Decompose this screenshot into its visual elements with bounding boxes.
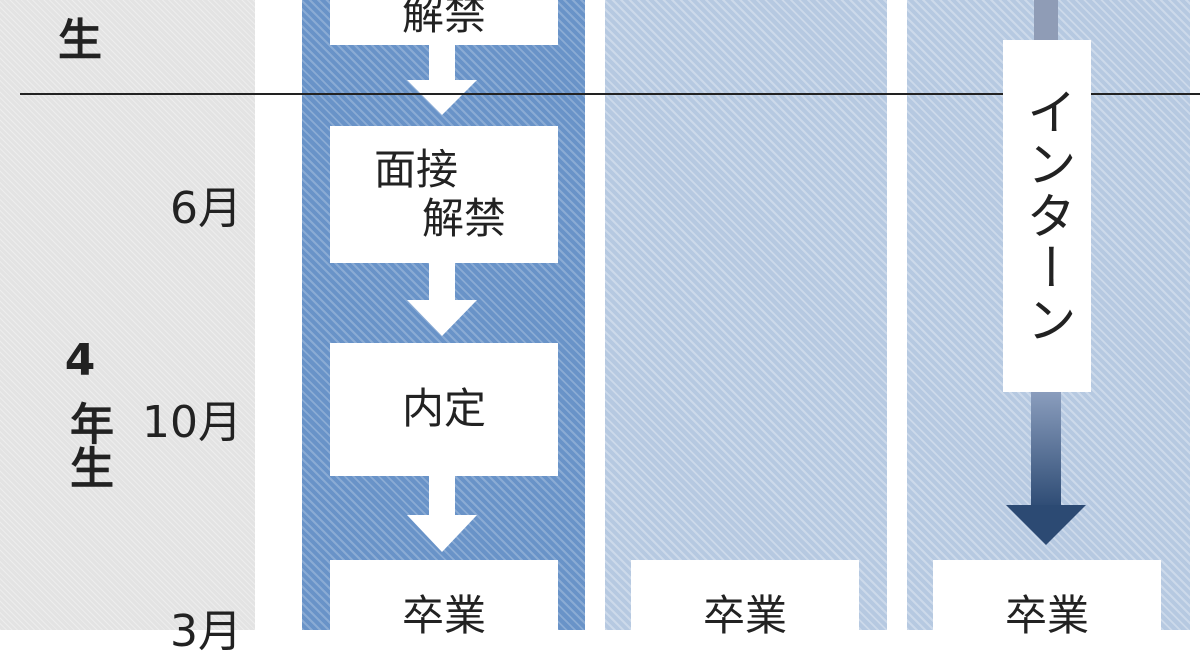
arrow-down-icon (407, 45, 477, 115)
interview-label-line1: 面接 (374, 145, 459, 195)
schedule-column-b (605, 0, 887, 630)
offer-box: 内定 (330, 343, 558, 476)
interview-ban-lift-box: 面接 解禁 (330, 126, 558, 263)
fourth-year-number: 4 (64, 335, 96, 386)
year-divider (20, 93, 1200, 95)
fourth-year-label: 年生 (62, 401, 113, 489)
graduation-box-a: 卒業 (330, 560, 558, 640)
month-label-3: 3月 (170, 606, 242, 657)
graduation-label-b: 卒業 (702, 591, 787, 640)
month-label-10: 10月 (142, 397, 242, 448)
internship-label: インターン (1018, 86, 1077, 346)
arrow-down-icon (1006, 392, 1086, 545)
month-label-6: 6月 (170, 183, 242, 234)
graduation-box-b: 卒業 (631, 560, 859, 640)
offer-label: 内定 (401, 384, 486, 434)
arrow-down-icon (407, 262, 477, 336)
graduation-label-a: 卒業 (401, 591, 486, 640)
arrow-shaft-top (1034, 0, 1058, 40)
interview-label-line2: 解禁 (421, 193, 506, 243)
ban-lift-label: 解禁 (401, 0, 486, 39)
arrow-down-icon (407, 475, 477, 552)
ban-lift-box: 解禁 (330, 0, 558, 45)
graduation-box-c: 卒業 (933, 560, 1161, 640)
internship-box: インターン (1003, 40, 1091, 392)
graduation-label-c: 卒業 (1004, 591, 1089, 640)
arrows-layer (407, 0, 1086, 552)
year-band (0, 0, 255, 630)
third-year-label: 生 (58, 15, 102, 66)
